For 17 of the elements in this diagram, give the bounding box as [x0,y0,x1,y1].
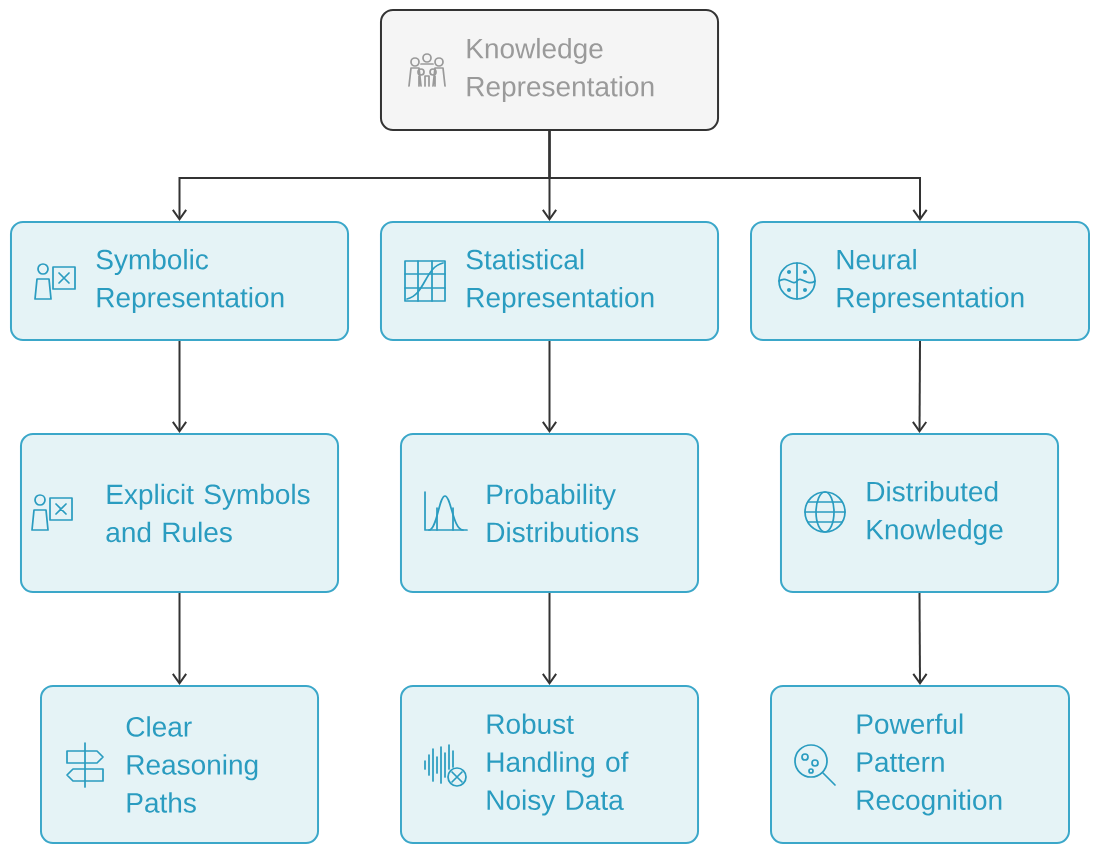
process-box: Clear Reasoning Paths [39,684,320,845]
process-box: Explicit Symbols and Rules [19,433,340,593]
process-box: Neural Representation [750,221,1090,341]
arrow [912,592,928,685]
process-box: Symbolic Representation [9,221,350,341]
process-box: Distributed Knowledge [779,433,1060,593]
process-box: Probability Distributions [399,433,700,593]
arrow [171,592,188,685]
process-box: Powerful Pattern Recognition [770,684,1070,845]
arrow [541,340,558,433]
arrow [171,340,188,433]
process-box: Statistical Representation [379,221,720,341]
title-box: Knowledge Representation [379,9,720,131]
arrow [541,592,558,685]
process-box: Robust Handling of Noisy Data [399,684,700,845]
arrow [548,130,928,221]
arrow [911,340,928,433]
